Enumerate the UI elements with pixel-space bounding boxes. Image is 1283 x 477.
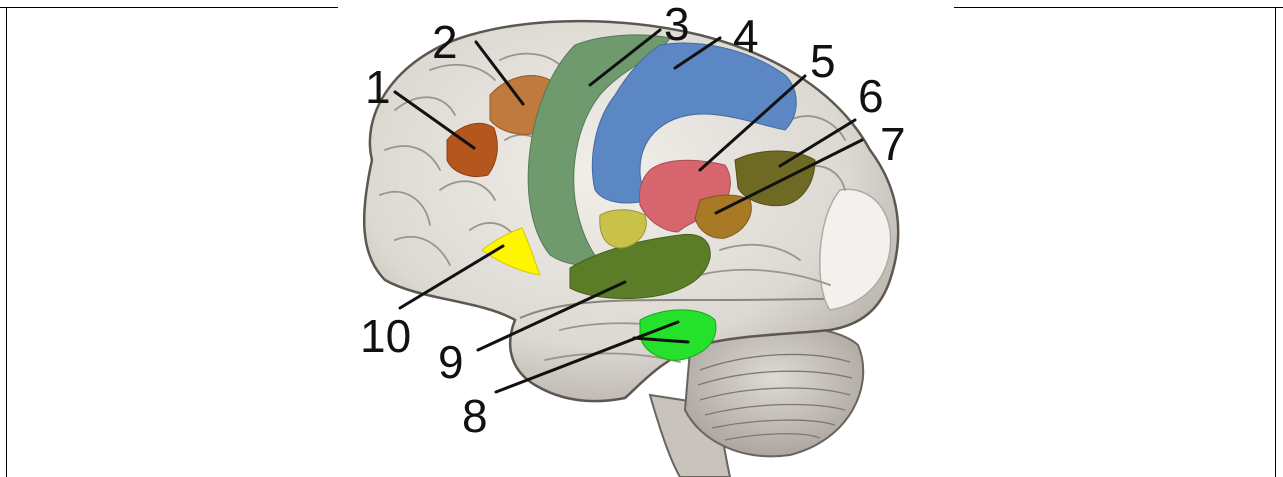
label-9: 9 — [438, 336, 464, 388]
label-1: 1 — [365, 61, 391, 113]
label-6: 6 — [858, 70, 884, 122]
label-5: 5 — [810, 35, 836, 87]
label-4: 4 — [733, 10, 759, 62]
label-7: 7 — [880, 118, 906, 170]
label-10: 10 — [360, 310, 411, 362]
label-8: 8 — [462, 390, 488, 442]
label-3: 3 — [664, 0, 690, 50]
label-2: 2 — [432, 16, 458, 68]
